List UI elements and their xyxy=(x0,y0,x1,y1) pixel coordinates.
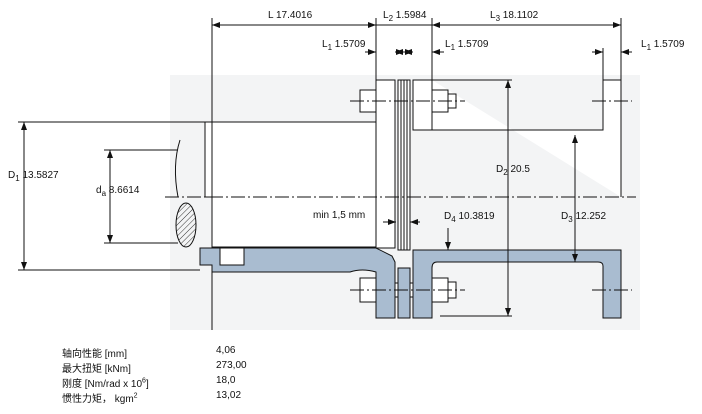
spec-row: 轴向性能 [mm]4,06 xyxy=(62,345,236,360)
min-gap-label: min 1,5 mm xyxy=(313,210,365,221)
dim-L3-label: L3 18.1102 xyxy=(490,10,539,23)
dim-L2-label: L2 1.5984 xyxy=(383,10,427,23)
top-dimensions: L 17.4016 L2 1.5984 L3 18.1102 L1 1.5709… xyxy=(211,10,685,330)
dim-D2-label: D2 20.5 xyxy=(496,164,530,177)
section-view xyxy=(199,247,622,319)
dim-D3-label: D3 12.252 xyxy=(561,211,606,224)
spec-row: 刚度 [Nm/rad x 106]18,0 xyxy=(62,375,236,390)
dim-L1-right-label: L1 1.5709 xyxy=(641,39,685,52)
spec-row: 最大扭矩 [kNm]273,00 xyxy=(62,360,247,375)
dim-D1-label: D1 13.5827 xyxy=(8,170,59,183)
dim-L1-left-label: L1 1.5709 xyxy=(322,39,366,52)
dim-L1-mid-label: L1 1.5709 xyxy=(445,39,489,52)
dim-L-label: L 17.4016 xyxy=(268,10,313,21)
diameter-dimensions: D1 13.5827 da 8.6614 D2 20.5 D3 12.252 D… xyxy=(8,79,606,317)
technical-drawing: L 17.4016 L2 1.5984 L3 18.1102 L1 1.5709… xyxy=(8,10,685,330)
spec-table: 轴向性能 [mm]4,06 最大扭矩 [kNm]273,00 刚度 [Nm/ra… xyxy=(62,345,247,405)
dim-D4-label: D4 10.3819 xyxy=(444,211,495,224)
dim-da-label: da 8.6614 xyxy=(96,185,140,198)
